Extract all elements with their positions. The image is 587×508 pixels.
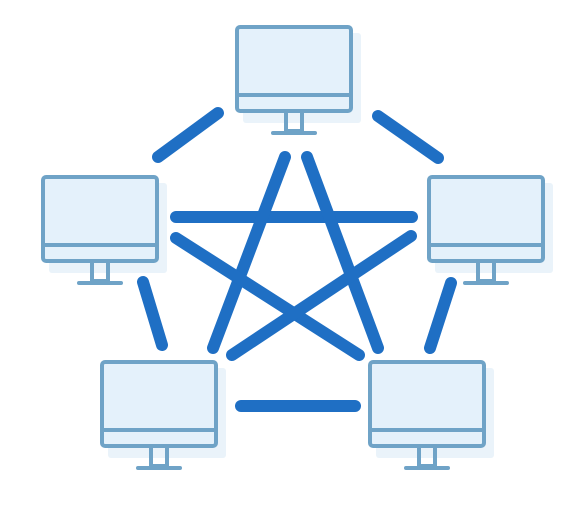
- desktop-monitor-icon: [235, 25, 361, 135]
- link-top-left: [152, 107, 224, 163]
- link-left-bottom-left: [137, 276, 168, 351]
- link-right-bottom-right: [424, 277, 457, 354]
- link-top-bottom-right: [301, 151, 384, 354]
- monitor-bottom-right: [368, 360, 494, 470]
- desktop-monitor-icon: [100, 360, 226, 470]
- link-top-bottom-left: [207, 151, 291, 354]
- monitor-bottom-left: [100, 360, 226, 470]
- monitor-right: [427, 175, 553, 285]
- link-top-right: [372, 110, 444, 164]
- link-left-bottom-right: [170, 232, 365, 361]
- monitor-top: [235, 25, 361, 135]
- monitor-left: [41, 175, 167, 285]
- desktop-monitor-icon: [368, 360, 494, 470]
- network-links: [137, 107, 457, 412]
- desktop-monitor-icon: [427, 175, 553, 285]
- network-nodes: [41, 25, 553, 470]
- link-right-bottom-left: [226, 230, 417, 361]
- desktop-monitor-icon: [41, 175, 167, 285]
